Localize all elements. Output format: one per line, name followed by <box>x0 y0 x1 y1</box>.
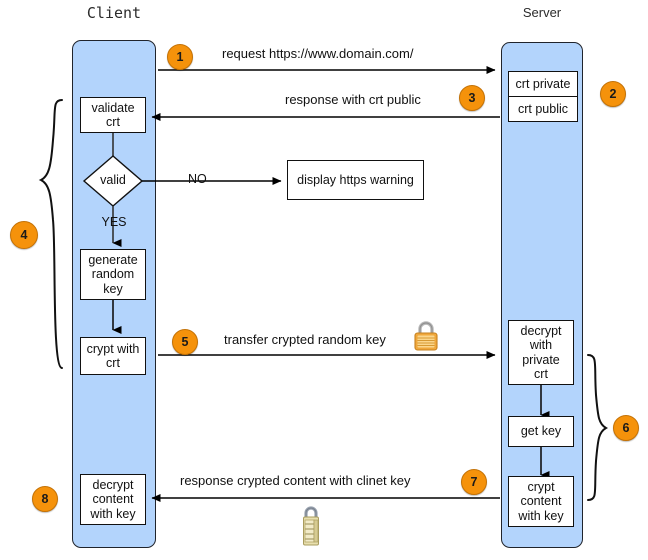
box-decrypt-content-with-key: decrypt content with key <box>80 474 146 525</box>
step-badge-3[interactable]: 3 <box>459 85 485 111</box>
box-crypt-with-crt-line1: crypt with <box>86 341 140 356</box>
step-badge-7[interactable]: 7 <box>461 469 487 495</box>
box-server-decrypt-line4: crt <box>534 367 548 381</box>
box-validate-crt-line2: crt <box>106 115 120 129</box>
server-lane <box>501 42 583 548</box>
box-crt-private: crt private <box>508 71 578 97</box>
combination-padlock-icon <box>303 506 319 546</box>
box-server-crypt-line1: crypt <box>527 479 555 494</box>
step-badge-8[interactable]: 8 <box>32 486 58 512</box>
decision-label-valid: valid <box>100 173 126 187</box>
box-client-decrypt-line1: decrypt <box>92 477 134 492</box>
box-display-https-warning: display https warning <box>287 160 424 200</box>
box-crt-public: crt public <box>508 96 578 122</box>
box-crt-public-text: crt public <box>517 101 569 116</box>
box-generate-random-key: generate random key <box>80 249 146 300</box>
box-server-crypt-line2: content <box>520 494 562 509</box>
box-crypt-with-crt-line2: crt <box>106 356 120 370</box>
box-validate-crt: validate crt <box>80 97 146 133</box>
box-decrypt-with-private-crt: decrypt with private crt <box>508 320 574 385</box>
box-display-https-warning-text: display https warning <box>297 172 414 187</box>
step-badge-6[interactable]: 6 <box>613 415 639 441</box>
box-crypt-with-crt: crypt with crt <box>80 337 146 375</box>
step-badge-2[interactable]: 2 <box>600 81 626 107</box>
box-crypt-content-with-key: crypt content with key <box>508 476 574 527</box>
box-server-decrypt-line2: with <box>529 338 553 352</box>
box-validate-crt-line1: validate <box>91 100 135 115</box>
step-badge-5[interactable]: 5 <box>172 329 198 355</box>
message-label-request: request https://www.domain.com/ <box>222 46 414 61</box>
box-client-decrypt-line2: content <box>92 492 134 507</box>
box-get-key: get key <box>508 416 574 447</box>
server-lane-title: Server <box>522 5 562 20</box>
message-label-response-crt: response with crt public <box>285 92 421 107</box>
brace-client-steps <box>38 99 63 369</box>
brace-server-steps <box>587 354 609 501</box>
message-label-response-content: response crypted content with clinet key <box>180 473 411 488</box>
label-no: NO <box>188 172 207 186</box>
step-badge-1[interactable]: 1 <box>167 44 193 70</box>
box-get-key-text: get key <box>520 424 562 439</box>
box-server-decrypt-line3: private <box>522 352 560 367</box>
padlock-icon <box>414 321 438 351</box>
step-badge-4[interactable]: 4 <box>10 221 38 249</box>
client-lane-title: Client <box>86 4 142 22</box>
box-crt-private-text: crt private <box>515 76 571 91</box>
label-yes: YES <box>101 215 127 229</box>
box-generate-line1: generate <box>88 252 138 267</box>
box-server-decrypt-line1: decrypt <box>520 323 562 338</box>
box-generate-line3: key <box>103 281 123 296</box>
message-label-transfer-key: transfer crypted random key <box>224 332 386 347</box>
box-server-crypt-line3: with key <box>518 508 564 523</box>
box-client-decrypt-line3: with key <box>90 506 136 521</box>
box-generate-line2: random <box>91 267 135 282</box>
